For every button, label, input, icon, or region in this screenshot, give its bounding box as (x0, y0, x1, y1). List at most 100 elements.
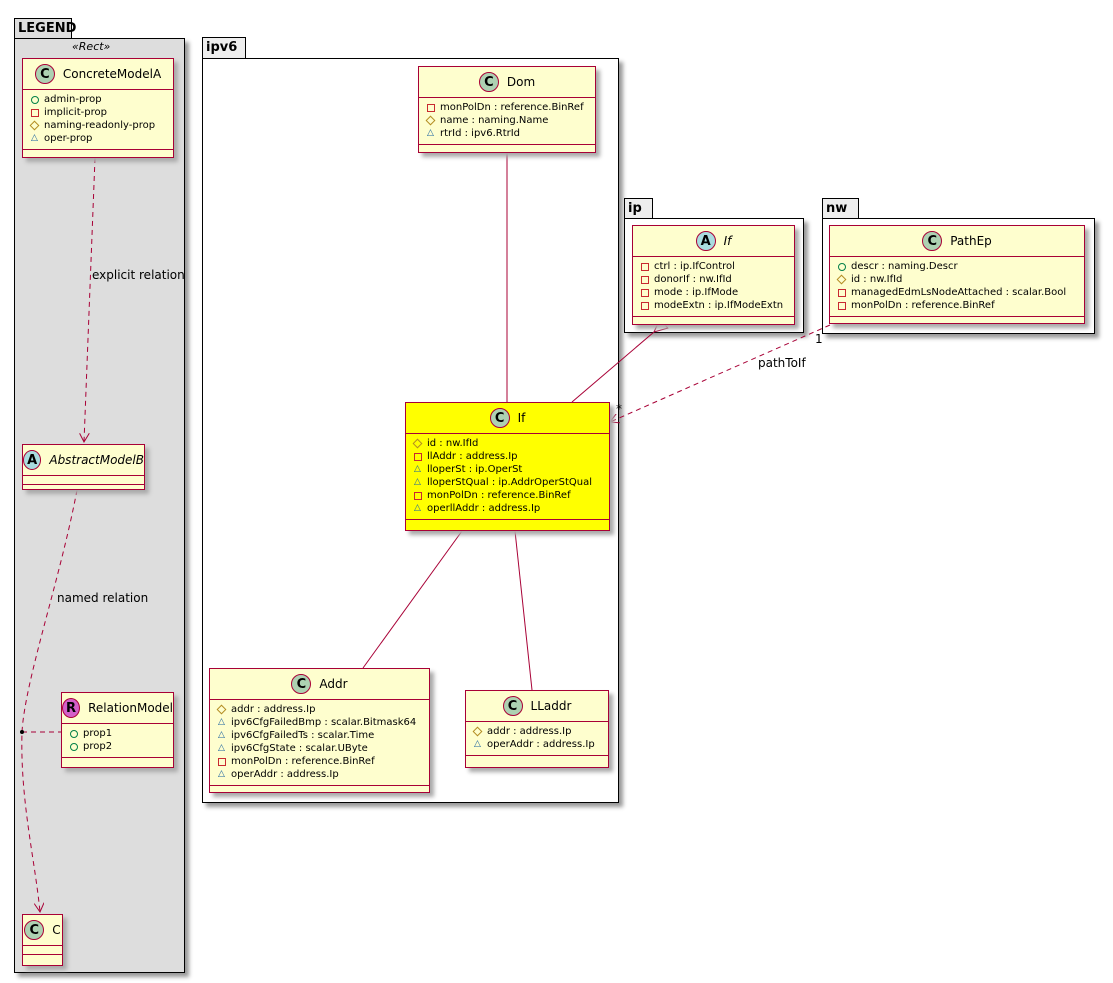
named-relation-label: named relation (57, 591, 149, 605)
private-visibility-icon (837, 301, 846, 310)
attribute-text: prop2 (83, 741, 113, 752)
legend-package (14, 38, 185, 973)
attribute-text: ipv6CfgState : scalar.UByte (231, 743, 368, 754)
class-attribute: △ipv6CfgFailedBmp : scalar.Bitmask64 (217, 716, 423, 729)
private-visibility-icon (640, 288, 649, 297)
if-lladdr-composition (510, 519, 533, 691)
protected-visibility-icon (412, 438, 423, 449)
class-attribute: naming-readonly-prop (29, 119, 167, 132)
public-visibility-icon (837, 262, 846, 271)
class-attribute: descr : naming.Descr (837, 260, 1078, 273)
class-methods (830, 317, 1084, 325)
ip-package-tab: ip (624, 198, 653, 219)
public-visibility-icon (69, 742, 78, 751)
class-attribute: admin-prop (30, 93, 167, 106)
package-visibility-icon: △ (414, 464, 421, 474)
class-attribute: id : nw.IfId (412, 437, 603, 450)
attribute-text: monPolDn : reference.BinRef (851, 300, 995, 311)
class-name: RelationModel (88, 701, 173, 715)
attribute-text: managedEdmLsNodeAttached : scalar.Bool (851, 287, 1067, 298)
package-visibility-icon: △ (218, 717, 225, 727)
class-pathep[interactable]: C PathEp descr : naming.Descr id : nw.IfId m… (829, 225, 1085, 324)
class-name: Addr (319, 677, 348, 691)
class-attribute: △ ipv6CfgFailedTs : scalar.Time (217, 729, 423, 742)
class-attributes (23, 476, 144, 485)
attribute-text: operAddr : address.Ip (487, 739, 595, 750)
attribute-text: mode : ip.IfMode (654, 287, 739, 298)
class-attribute: llAddr : address.Ip (413, 450, 603, 463)
private-visibility-icon (426, 103, 435, 112)
class-kind-A-icon: A (695, 231, 716, 251)
package-visibility-icon: △ (218, 730, 225, 740)
private-visibility-icon (640, 262, 649, 271)
class-methods (406, 520, 609, 528)
class-methods (633, 317, 794, 325)
class-attribute: △operAddr : address.Ip (473, 738, 602, 751)
ipv6-package-tab: ipv6 (202, 37, 246, 58)
class-attribute: addr : address.Ip (216, 703, 423, 716)
class-name: Dom (506, 75, 536, 89)
class-header: A If (633, 226, 794, 257)
class-attribute: monPolDn : reference.BinRef (413, 489, 603, 502)
package-visibility-icon: △ (218, 743, 225, 753)
attribute-text: lloperStQual : ip.AddrOperStQual (427, 477, 593, 488)
class-attributes: prop1 prop2 (62, 724, 173, 758)
class-name: If (723, 234, 732, 248)
attribute-text: llAddr : address.Ip (427, 451, 518, 462)
private-visibility-icon (30, 108, 39, 117)
if-addr-composition (362, 521, 470, 669)
class-header: C ConcreteModelA (23, 59, 173, 90)
class-attribute: name : naming.Name (425, 114, 589, 127)
attribute-text: descr : naming.Descr (851, 261, 958, 272)
attribute-text: operllAddr : address.Ip (427, 503, 541, 514)
class-attribute: △ lloperStQual : ip.AddrOperStQual (413, 476, 603, 489)
attribute-text: id : nw.IfId (851, 274, 903, 285)
class-kind-C-icon: C (34, 64, 55, 84)
class-name: AbstractModelB (49, 453, 144, 467)
attribute-text: monPolDn : reference.BinRef (440, 102, 584, 113)
class-name: ConcreteModelA (62, 67, 162, 81)
class-attribute: prop1 (69, 727, 167, 740)
private-visibility-icon (640, 275, 649, 284)
class-name: C (52, 923, 61, 937)
private-visibility-icon (413, 452, 422, 461)
package-visibility-icon: △ (218, 769, 225, 779)
attribute-text: name : naming.Name (440, 115, 549, 126)
attribute-text: ipv6CfgFailedTs : scalar.Time (231, 730, 375, 741)
attribute-text: prop1 (83, 728, 113, 739)
class-attribute: monPolDn : reference.BinRef (217, 755, 423, 768)
attribute-text: monPolDn : reference.BinRef (427, 490, 571, 501)
package-visibility-icon: △ (414, 477, 421, 487)
class-kind-C-icon: C (489, 408, 510, 428)
class-name: PathEp (950, 234, 992, 248)
class-methods (23, 150, 173, 158)
class-attributes: addr : address.Ip△operAddr : address.Ip (466, 722, 608, 756)
attribute-text: oper-prop (44, 133, 93, 144)
nw-package-tab: nw (822, 198, 859, 219)
association-dot (20, 730, 24, 734)
package-visibility-icon: △ (31, 133, 38, 143)
class-kind-C-icon: C (922, 231, 943, 251)
class-attribute: △rtrId : ipv6.RtrId (426, 127, 589, 140)
explicit-relation-label: explicit relation (92, 268, 185, 282)
class-attribute: modeExtn : ip.IfModeExtn (640, 299, 788, 312)
class-methods (210, 786, 429, 794)
attribute-text: admin-prop (44, 94, 102, 105)
pathtoif-edge (610, 324, 831, 422)
